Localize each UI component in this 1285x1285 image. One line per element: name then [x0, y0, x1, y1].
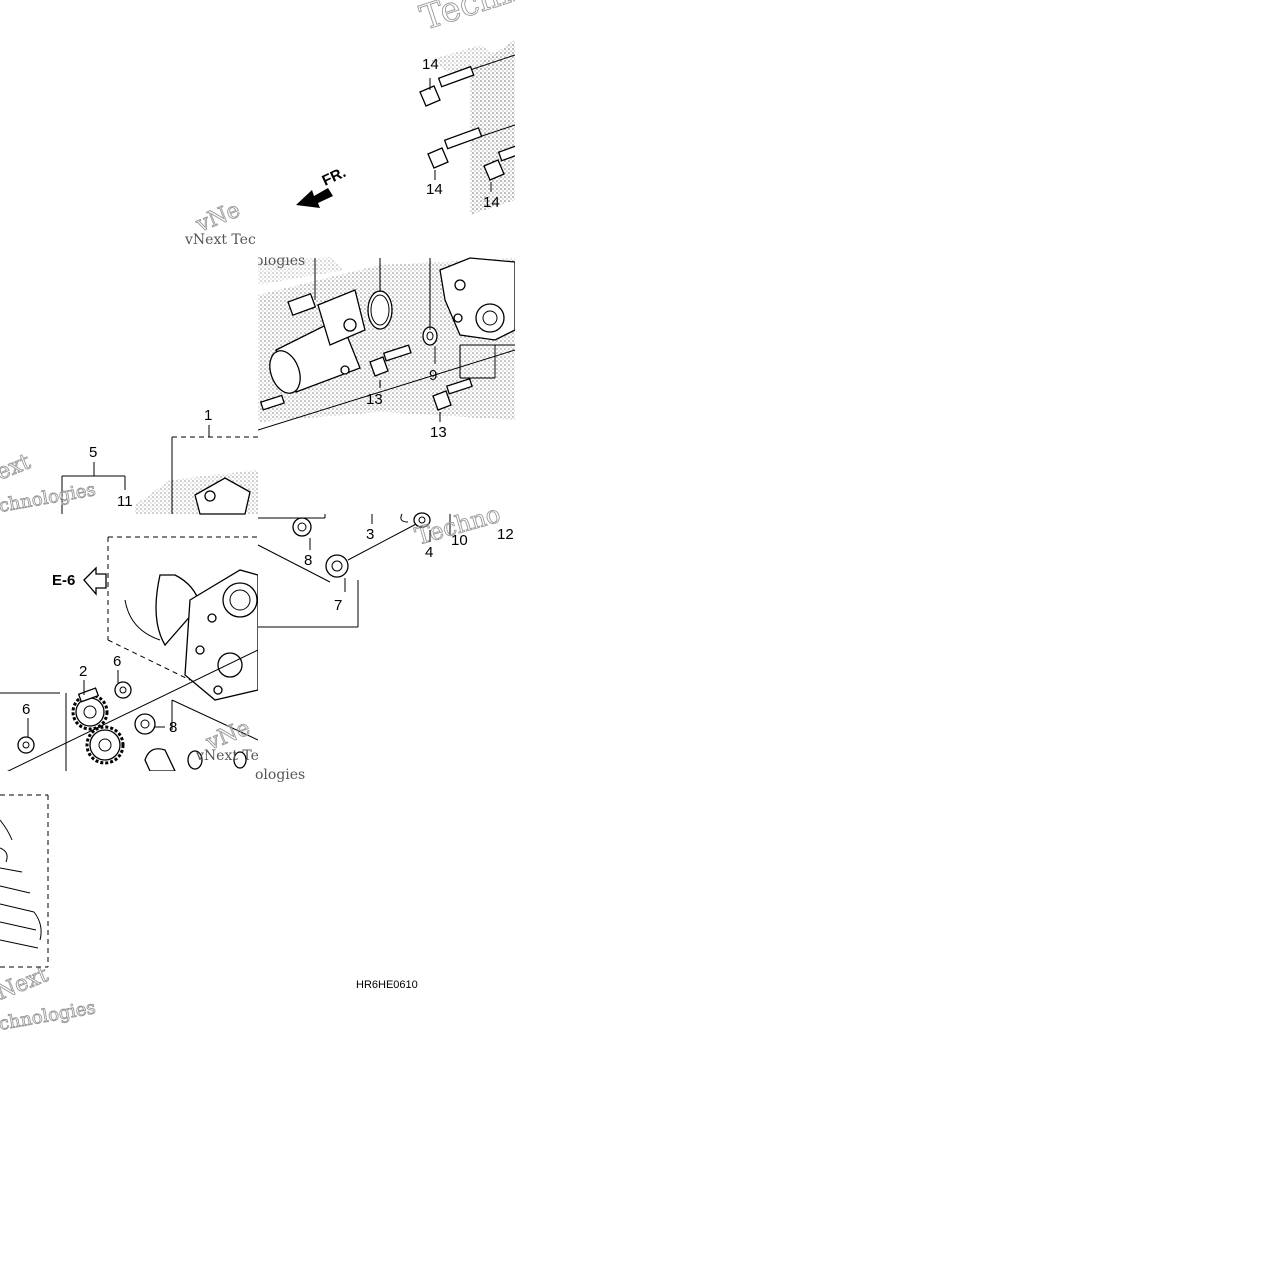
- watermark: vNext Tec: [195, 748, 267, 764]
- diagram-code: HR6HE0610: [356, 979, 418, 991]
- callout-8: 8: [169, 719, 177, 736]
- callout-10: 10: [451, 532, 468, 549]
- watermark: Next: [0, 962, 52, 1005]
- bolt-14-mid: [427, 127, 483, 180]
- bearing-7: [325, 554, 349, 578]
- callout-6: 6: [113, 653, 121, 670]
- front-label: FR.: [320, 164, 349, 190]
- bolt-left: [259, 394, 285, 411]
- callout-6: 6: [22, 701, 30, 718]
- callout-14: 14: [426, 181, 443, 198]
- watermark: ologies: [255, 767, 305, 783]
- section-ref-arrow: [83, 566, 107, 596]
- gear-2: [71, 687, 109, 731]
- bearing-6-left: [17, 736, 35, 754]
- callout-7: 7: [334, 597, 342, 614]
- bearing-6-right: [114, 681, 132, 699]
- washer-4: [413, 512, 431, 528]
- shaded-housing-top: [470, 40, 515, 215]
- callout-2: 2: [79, 663, 87, 680]
- gear-case: [124, 569, 258, 701]
- front-arrow: FR.: [296, 164, 349, 208]
- watermark: chnologies: [0, 479, 97, 517]
- callout-13: 13: [430, 424, 447, 441]
- callout-8: 8: [304, 552, 312, 569]
- callout-12: 12: [497, 526, 514, 543]
- gear-lower: [85, 725, 125, 765]
- watermark: vNext Tec: [184, 232, 256, 248]
- bearing-8-lower: [134, 713, 156, 735]
- bolt-13-lower: [432, 377, 473, 411]
- watermark: chnologies: [0, 997, 97, 1035]
- shaded-region: [430, 45, 505, 80]
- watermark: ext: [0, 449, 34, 485]
- bolt-14-top: [419, 65, 475, 107]
- callout-4: 4: [425, 544, 433, 561]
- tile-top-right: FR. Techno: [296, 0, 545, 215]
- callout-13: 13: [366, 391, 383, 408]
- bolt-14-right: [483, 144, 515, 192]
- callout-9: 9: [429, 367, 437, 384]
- tile-middle: ologies: [255, 253, 515, 431]
- bolt-13-upper: [369, 344, 412, 377]
- section-reference-E-6[interactable]: E-6: [52, 572, 75, 589]
- o-ring: [367, 290, 393, 330]
- gear-case-cover: [439, 257, 515, 341]
- callout-5: 5: [89, 444, 97, 461]
- callout-1: 1: [204, 407, 212, 424]
- callout-14: 14: [422, 56, 439, 73]
- callout-11: 11: [117, 493, 133, 510]
- tile-bottom-left: Next chnologies: [0, 794, 98, 1035]
- tile-right-mid: Techno: [257, 499, 504, 628]
- tile-lower-left: vNext Tec vNe: [0, 536, 267, 771]
- watermark: Techno: [415, 0, 545, 39]
- shift-motor: [269, 289, 366, 394]
- watermark: ologies: [255, 253, 305, 269]
- bearing-8: [292, 517, 312, 537]
- callout-3: 3: [366, 526, 374, 543]
- callout-14: 14: [483, 194, 500, 211]
